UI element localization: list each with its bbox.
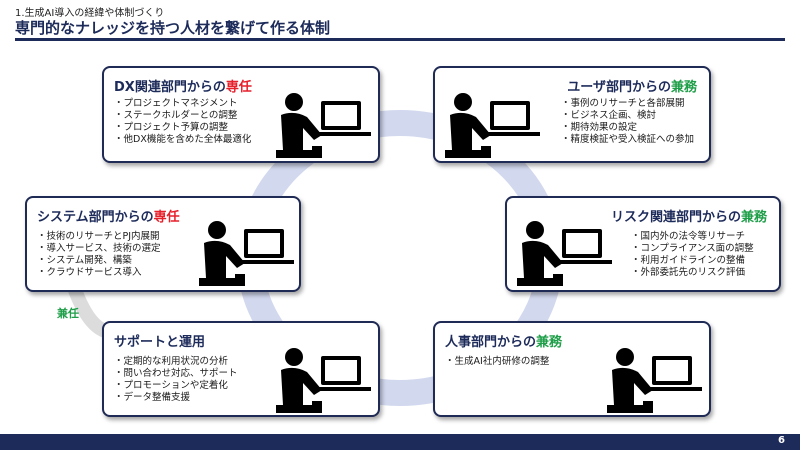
card-title-prefix: システム部門からの <box>37 210 154 225</box>
person-at-laptop-icon <box>607 348 702 413</box>
list-item: プロジェクトマネジメント <box>114 98 251 110</box>
card-title-prefix: DX関連部門からの <box>114 80 226 95</box>
list-item: 問い合わせ対応、サポート <box>114 368 238 380</box>
bullet-list: プロジェクトマネジメント ステークホルダーとの調整 プロジェクト予算の調整 他D… <box>114 98 252 146</box>
person-at-laptop-icon <box>517 221 612 286</box>
card-support: サポートと運用 定期的な利用状況の分析 問い合わせ対応、サポート プロモーション… <box>102 321 380 417</box>
list-item: コンプライアンス面の調整 <box>631 243 754 255</box>
card-title: 人事部門からの兼務 <box>445 331 562 350</box>
bullet-list: 技術のリサーチとPJ内展開 導入サービス、技術の選定 システム開発、構築 クラウ… <box>37 231 161 279</box>
card-title-highlight: 専任 <box>153 210 180 225</box>
list-item: 国内外の法令等リサーチ <box>631 231 754 243</box>
person-at-laptop-icon <box>445 93 540 158</box>
bullet-list: 定期的な利用状況の分析 問い合わせ対応、サポート プロモーションや定着化 データ… <box>114 356 238 404</box>
list-item: 期待効果の設定 <box>561 122 694 134</box>
bullet-list: 事例のリサーチと各部展開 ビジネス企画、検討 期待効果の設定 精度検証や受入検証… <box>561 98 695 146</box>
card-title-prefix: サポートと運用 <box>114 335 206 350</box>
card-title: サポートと運用 <box>114 331 205 350</box>
list-item: システム開発、構築 <box>37 255 161 267</box>
list-item: ステークホルダーとの調整 <box>114 110 251 122</box>
page-title: 専門的なナレッジを持つ人材を繋げて作る体制 <box>15 19 331 37</box>
list-item: 技術のリサーチとPJ内展開 <box>37 231 161 243</box>
card-title: DX関連部門からの専任 <box>114 76 252 95</box>
card-risk: リスク関連部門からの兼務 国内外の法令等リサーチ コンプライアンス面の調整 利用… <box>505 196 781 292</box>
list-item: プロジェクト予算の調整 <box>114 122 251 134</box>
card-title: システム部門からの専任 <box>37 206 180 225</box>
list-item: プロモーションや定着化 <box>114 380 238 392</box>
list-item: 利用ガイドラインの整備 <box>631 255 754 267</box>
card-title: リスク関連部門からの兼務 <box>611 206 767 225</box>
card-dx: DX関連部門からの専任 プロジェクトマネジメント ステークホルダーとの調整 プロ… <box>102 66 380 163</box>
card-title-highlight: 兼務 <box>670 80 697 95</box>
card-title-prefix: 人事部門からの <box>445 335 537 350</box>
card-system: システム部門からの専任 技術のリサーチとPJ内展開 導入サービス、技術の選定 シ… <box>25 196 301 292</box>
concurrent-role-label: 兼任 <box>57 307 79 320</box>
list-item: 精度検証や受入検証への参加 <box>561 134 695 146</box>
list-item: クラウドサービス導入 <box>37 267 161 279</box>
bullet-list: 国内外の法令等リサーチ コンプライアンス面の調整 利用ガイドラインの整備 外部委… <box>631 231 754 279</box>
card-title-highlight: 兼務 <box>536 335 563 350</box>
list-item: 定期的な利用状況の分析 <box>114 356 238 368</box>
card-title-highlight: 専任 <box>225 80 252 95</box>
list-item: 事例のリサーチと各部展開 <box>561 98 694 110</box>
card-title-highlight: 兼務 <box>740 210 767 225</box>
card-title-prefix: リスク関連部門からの <box>610 210 741 225</box>
card-title-prefix: ユーザ部門からの <box>567 80 671 95</box>
list-item: 他DX機能を含めた全体最適化 <box>114 134 252 146</box>
title-divider <box>15 38 785 41</box>
person-at-laptop-icon <box>199 221 294 286</box>
page-number: 6 <box>778 435 785 446</box>
card-user: ユーザ部門からの兼務 事例のリサーチと各部展開 ビジネス企画、検討 期待効果の設… <box>433 66 711 163</box>
list-item: 生成AI社内研修の調整 <box>445 356 550 368</box>
list-item: データ整備支援 <box>114 392 238 404</box>
list-item: 導入サービス、技術の選定 <box>37 243 161 255</box>
list-item: ビジネス企画、検討 <box>561 110 694 122</box>
person-at-laptop-icon <box>276 348 371 413</box>
person-at-laptop-icon <box>276 93 371 158</box>
list-item: 外部委託先のリスク評価 <box>631 267 754 279</box>
card-hr: 人事部門からの兼務 生成AI社内研修の調整 <box>433 321 711 417</box>
footer-bar: 6 <box>0 434 800 450</box>
breadcrumb: 1.生成AI導入の経緯や体制づくり <box>15 8 165 19</box>
card-title: ユーザ部門からの兼務 <box>567 76 697 95</box>
bullet-list: 生成AI社内研修の調整 <box>445 356 550 368</box>
